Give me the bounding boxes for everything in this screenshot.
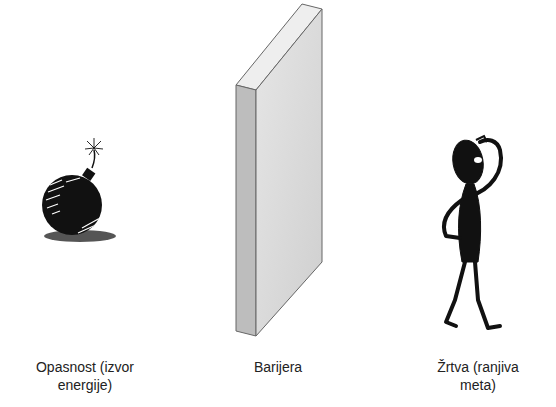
victim-hand: [476, 136, 487, 142]
fuse-spark: [85, 138, 103, 155]
barrier-side: [236, 85, 256, 336]
victim-leg-left: [446, 262, 465, 326]
victim-figure: [444, 136, 501, 328]
barrier-face: [256, 9, 322, 336]
caption-label: Opasnost (izvor energije): [29, 358, 141, 394]
victim-arm-hip: [444, 200, 462, 238]
victim-eye: [474, 157, 482, 163]
bomb-cap: [82, 168, 95, 181]
bomb-body: [42, 175, 102, 235]
victim-arm-raised: [470, 140, 501, 196]
bomb-hatching: [46, 178, 100, 233]
barrier-wall: [236, 4, 322, 336]
victim-head: [449, 138, 486, 187]
bomb-fuse: [92, 150, 95, 168]
bomb-symbol: [42, 138, 116, 242]
caption-label: Žrtva (ranjiva meta): [422, 358, 534, 394]
victim-leg-right: [475, 262, 500, 328]
caption-label: Barijera: [222, 358, 334, 376]
